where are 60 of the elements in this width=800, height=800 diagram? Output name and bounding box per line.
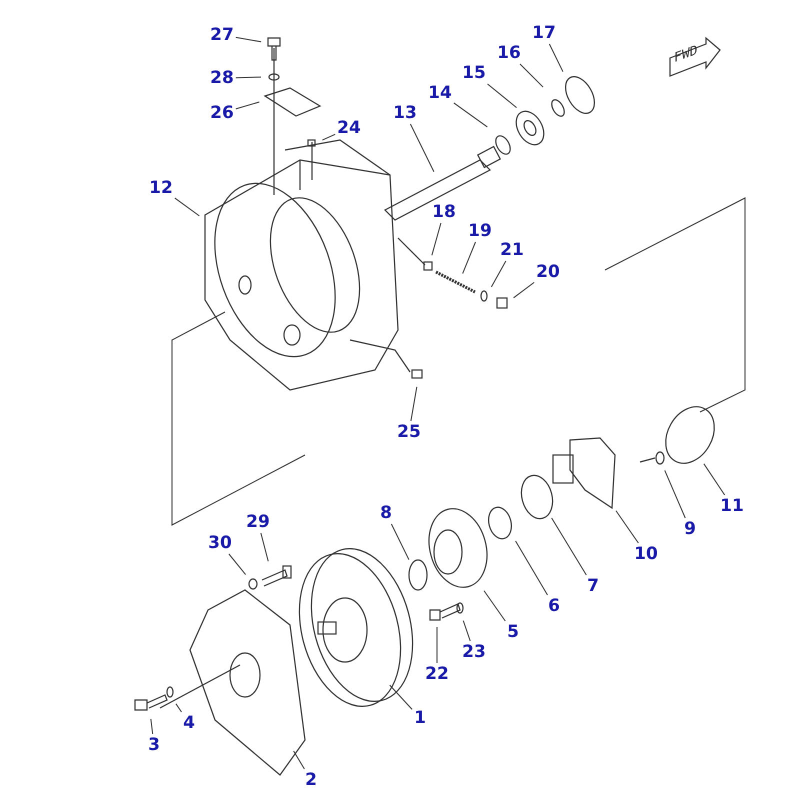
callout-number: 18 bbox=[432, 202, 456, 222]
callout-number: 30 bbox=[208, 533, 232, 553]
leader-line bbox=[703, 463, 726, 496]
leader-line bbox=[293, 750, 305, 770]
callout-number: 20 bbox=[536, 262, 560, 282]
callout-number: 16 bbox=[497, 43, 521, 63]
leader-line bbox=[487, 84, 518, 108]
callout-number: 26 bbox=[210, 103, 234, 123]
leader-line bbox=[548, 44, 564, 72]
callout-number: 10 bbox=[634, 544, 658, 564]
leader-line bbox=[664, 470, 686, 518]
leader-line bbox=[462, 242, 476, 274]
leader-line bbox=[484, 590, 506, 622]
leader-line bbox=[260, 532, 269, 562]
callout-number: 23 bbox=[462, 642, 486, 662]
leader-line bbox=[235, 76, 262, 78]
callout-number: 8 bbox=[380, 503, 392, 523]
callout-number: 24 bbox=[337, 118, 361, 138]
leader-line bbox=[515, 540, 548, 596]
leader-line bbox=[174, 198, 200, 216]
leader-line bbox=[513, 282, 535, 298]
leader-line bbox=[462, 620, 471, 642]
leader-line bbox=[551, 517, 587, 576]
callout-number: 12 bbox=[149, 178, 173, 198]
leader-line bbox=[150, 718, 154, 734]
callout-number: 21 bbox=[500, 240, 524, 260]
callout-number: 6 bbox=[548, 596, 560, 616]
leader-line bbox=[235, 36, 262, 42]
leader-line bbox=[389, 684, 413, 710]
callout-number: 4 bbox=[183, 713, 195, 733]
callout-number: 14 bbox=[428, 83, 452, 103]
callout-number: 22 bbox=[425, 664, 449, 684]
callout-number: 13 bbox=[393, 103, 417, 123]
leader-line bbox=[175, 703, 182, 712]
callout-number: 1 bbox=[414, 708, 426, 728]
callout-number: 28 bbox=[210, 68, 234, 88]
leader-line bbox=[410, 124, 434, 172]
callout-number: 11 bbox=[720, 496, 744, 516]
callout-number: 17 bbox=[532, 23, 556, 43]
leader-line bbox=[228, 554, 246, 576]
callout-number: 7 bbox=[587, 576, 599, 596]
leader-line bbox=[490, 260, 506, 288]
callout-number: 29 bbox=[246, 512, 270, 532]
leader-line bbox=[520, 64, 544, 88]
leader-line bbox=[431, 222, 442, 256]
leader-line bbox=[235, 101, 260, 110]
callout-number: 5 bbox=[507, 622, 519, 642]
callout-number: 3 bbox=[148, 735, 160, 755]
leader-line bbox=[436, 626, 438, 664]
callout-number: 25 bbox=[397, 422, 421, 442]
callout-number: 27 bbox=[210, 25, 234, 45]
leader-line bbox=[322, 134, 336, 141]
leader-line bbox=[616, 510, 639, 544]
callout-number: 9 bbox=[684, 519, 696, 539]
callout-number: 19 bbox=[468, 221, 492, 241]
leader-line bbox=[410, 386, 418, 422]
callout-number: 15 bbox=[462, 63, 486, 83]
callout-number: 2 bbox=[305, 770, 317, 790]
leader-line bbox=[453, 102, 488, 128]
leader-line bbox=[390, 524, 410, 560]
